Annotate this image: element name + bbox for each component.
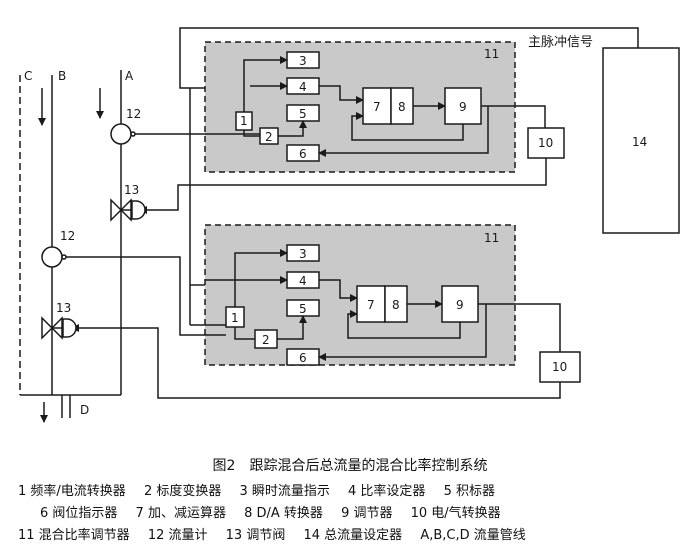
- legend-item: 9 调节器: [341, 506, 393, 521]
- label-pipe-a: A: [125, 69, 134, 83]
- label-block-1-lower: 1: [231, 311, 239, 325]
- label-block-6-lower: 6: [299, 351, 307, 365]
- label-block-7-lower: 7: [367, 298, 375, 312]
- p1-2-to-5: [278, 120, 307, 137]
- legend-item: 7 加、减运算器: [135, 506, 226, 521]
- flow-meter-12-lower-tap: [61, 254, 67, 260]
- p2-1-to-2: [234, 327, 255, 340]
- label-block-9-upper: 9: [459, 100, 467, 114]
- control-valve-13-upper: [110, 198, 146, 222]
- label-block-1-upper: 1: [240, 114, 248, 128]
- control-valve-13-lower: [41, 316, 77, 340]
- p2-meter-to-panel: [66, 256, 226, 336]
- legend-item: 2 标度变换器: [143, 484, 222, 499]
- legend-item: 10 电/气转换器: [410, 506, 501, 521]
- label-pipe-c: C: [24, 69, 32, 83]
- p1-4-to-7: [319, 85, 364, 104]
- legend-item: 3 瞬时流量指示: [239, 484, 330, 499]
- label-block-5-lower: 5: [299, 302, 307, 316]
- legend-item: 12 流量计: [147, 528, 208, 543]
- label-pipe-d: D: [80, 403, 89, 417]
- label-pipe-b: B: [58, 69, 66, 83]
- legend-item: 8 D/A 转换器: [244, 506, 323, 521]
- label-block-6-upper: 6: [299, 147, 307, 161]
- main-pulse-line: [179, 27, 639, 89]
- control-system-diagram: C B A D 主脉冲信号 3 4 5 6 1 2 7 8 9 10 11 3 …: [19, 27, 680, 423]
- label-block-8-lower: 8: [392, 298, 400, 312]
- label-block-10-upper: 10: [538, 136, 553, 150]
- p1-10-to-valve: [139, 158, 547, 214]
- label-block-10-lower: 10: [552, 360, 567, 374]
- p1-to-6: [318, 106, 489, 157]
- label-valve-13-lower: 13: [56, 301, 71, 315]
- label-block-4-upper: 4: [299, 80, 307, 94]
- label-block-9-lower: 9: [456, 298, 464, 312]
- label-block-11-upper: 11: [484, 47, 499, 61]
- label-block-7-upper: 7: [373, 100, 381, 114]
- block-10-upper: [527, 127, 565, 159]
- label-valve-13-upper: 13: [124, 183, 139, 197]
- label-block-3-upper: 3: [299, 54, 307, 68]
- caption-legend-line-2: 6 阀位指示器 7 加、减运算器 8 D/A 转换器 9 调节器 10 电/气转…: [40, 502, 700, 521]
- p1-9-out-to-7: [351, 112, 464, 141]
- label-block-2-upper: 2: [265, 130, 273, 144]
- flow-meter-12-upper: [110, 123, 132, 145]
- label-block-2-lower: 2: [262, 333, 270, 347]
- p2-10-to-valve: [71, 324, 561, 399]
- legend-item: 4 比率设定器: [348, 484, 426, 499]
- legend-item: 14 总流量设定器: [303, 528, 403, 543]
- block-7-lower: [356, 285, 386, 323]
- legend-item: A,B,C,D 流量管线: [420, 528, 526, 543]
- caption-legend-line-3: 11 混合比率调节器 12 流量计 13 调节阀 14 总流量设定器 A,B,C…: [18, 524, 700, 543]
- label-block-4-lower: 4: [299, 274, 307, 288]
- p2-9-to-10: [478, 303, 561, 352]
- block-14: [602, 47, 680, 234]
- label-meter-12-upper: 12: [126, 107, 141, 121]
- legend-item: 1 频率/电流转换器: [18, 484, 126, 499]
- label-block-11-lower: 11: [484, 231, 499, 245]
- p2-2-to-5: [277, 315, 307, 340]
- p2-9-out-to-7: [347, 310, 461, 339]
- legend-item: 5 积标器: [443, 484, 495, 499]
- legend-item: 13 调节阀: [225, 528, 286, 543]
- p1-1-to-3: [243, 56, 288, 112]
- block-10-lower: [539, 351, 581, 383]
- flow-meter-12-lower: [41, 246, 63, 268]
- label-block-5-upper: 5: [299, 107, 307, 121]
- figure-caption-title: 图2 跟踪混合后总流量的混合比率控制系统: [212, 458, 488, 474]
- p2-4-to-7: [319, 279, 358, 302]
- label-block-8-upper: 8: [398, 100, 406, 114]
- caption-legend-line-1: 1 频率/电流转换器 2 标度变换器 3 瞬时流量指示 4 比率设定器 5 积标…: [18, 480, 700, 499]
- legend-item: 6 阀位指示器: [40, 506, 118, 521]
- label-block-3-lower: 3: [299, 247, 307, 261]
- flow-meter-12-upper-tap: [130, 131, 136, 137]
- p1-1-to-2: [243, 130, 260, 137]
- label-meter-12-lower: 12: [60, 229, 75, 243]
- label-main-pulse: 主脉冲信号: [528, 35, 593, 50]
- block-7-upper: [362, 87, 392, 125]
- p2-1-to-3: [234, 249, 288, 307]
- label-block-14: 14: [632, 135, 647, 149]
- legend-item: 11 混合比率调节器: [18, 528, 130, 543]
- p1-9-to-10: [481, 105, 546, 130]
- p2-to-6: [318, 304, 487, 361]
